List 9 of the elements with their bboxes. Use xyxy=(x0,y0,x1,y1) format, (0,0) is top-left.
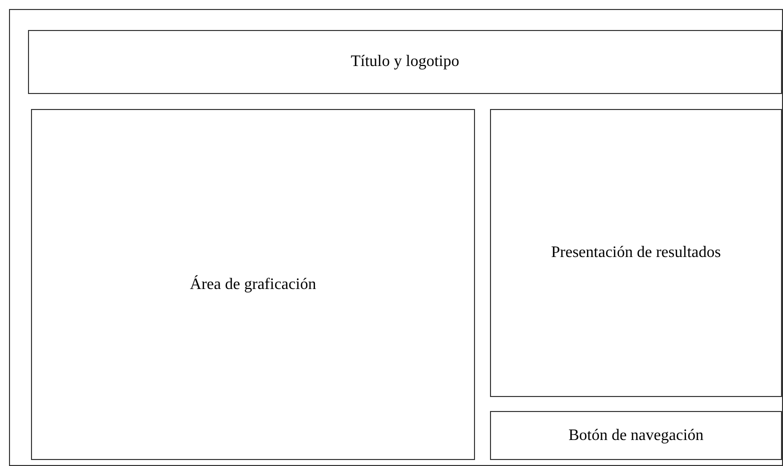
layout-panel xyxy=(31,109,475,460)
layout-panel xyxy=(28,30,782,94)
panel-label: Presentación de resultados xyxy=(551,244,721,262)
layout-panel xyxy=(490,109,782,397)
panel-label: Título y logotipo xyxy=(350,53,460,71)
layout-panel xyxy=(490,411,782,460)
panel-label: Botón de navegación xyxy=(568,426,704,444)
page-frame xyxy=(9,9,783,466)
panel-label: Área de graficación xyxy=(190,276,316,294)
